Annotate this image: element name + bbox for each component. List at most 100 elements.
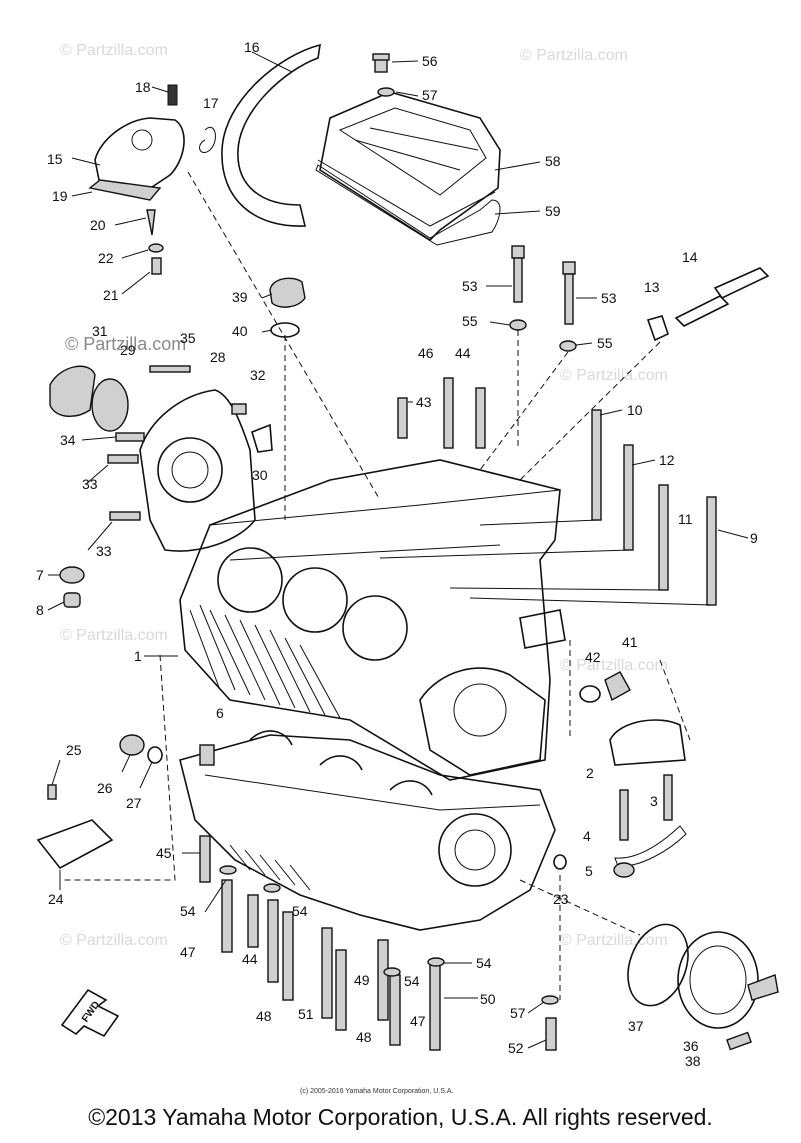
- callout-50: 50: [480, 991, 496, 1007]
- callout-55: 55: [597, 335, 613, 351]
- footer-copyright: ©2013 Yamaha Motor Corporation, U.S.A. A…: [88, 1104, 713, 1130]
- callout-30: 30: [252, 467, 268, 483]
- stud-2: [619, 789, 629, 841]
- oil-pump-cover: [88, 117, 185, 201]
- callout-41: 41: [622, 634, 638, 650]
- callout-48: 48: [356, 1029, 372, 1045]
- watermark: © Partzilla.com: [60, 42, 168, 59]
- callout-11: 11: [678, 511, 693, 527]
- seal-29: [91, 378, 129, 432]
- o-ring-40: [270, 322, 300, 338]
- bolt-44b: [247, 894, 259, 948]
- callout-29: 29: [120, 342, 136, 358]
- callout-5: 5: [585, 863, 593, 879]
- callout-20: 20: [90, 217, 106, 233]
- callout-47: 47: [180, 944, 196, 960]
- lower-crankcase: [179, 730, 556, 931]
- fwd-label: FWD: [80, 1000, 102, 1025]
- callout-27: 27: [126, 795, 142, 811]
- callout-13: 13: [644, 279, 660, 295]
- callout-17: 17: [203, 95, 219, 111]
- bolt-53-left: [511, 245, 525, 303]
- plate-30: [251, 423, 273, 453]
- breather-gasket: [315, 164, 501, 246]
- callout-49: 49: [354, 972, 370, 988]
- callout-44: 44: [242, 951, 258, 967]
- upper-crankcase: [179, 459, 566, 781]
- damper-6: [199, 744, 215, 766]
- washer-54-a: [219, 865, 237, 875]
- callout-57: 57: [510, 1005, 526, 1021]
- bolt-53-right: [562, 261, 576, 325]
- callout-21: 21: [103, 287, 119, 303]
- bolt-51: [321, 927, 333, 1019]
- callout-56: 56: [422, 53, 438, 69]
- callout-55: 55: [462, 313, 478, 329]
- callout-54: 54: [404, 973, 420, 989]
- bolt-38: [726, 1031, 752, 1051]
- bearing-31: [49, 365, 96, 417]
- callout-6: 6: [216, 705, 224, 721]
- small-copyright: (c) 2005-2016 Yamaha Motor Corporation, …: [300, 1088, 453, 1095]
- bolt-47a: [221, 879, 233, 953]
- callout-38: 38: [685, 1053, 701, 1069]
- oil-level-gauge-26: [119, 734, 145, 756]
- oil-filler-cap: [269, 277, 306, 308]
- callout-1: 1: [134, 648, 142, 664]
- callout-8: 8: [36, 602, 44, 618]
- watermark: © Partzilla.com: [65, 334, 186, 354]
- stud-10: [591, 409, 602, 521]
- callout-3: 3: [650, 793, 658, 809]
- callout-48: 48: [256, 1008, 272, 1024]
- watermark: © Partzilla.com: [60, 627, 168, 644]
- callout-24: 24: [48, 891, 64, 907]
- bolt-49b: [377, 939, 389, 1021]
- callout-40: 40: [232, 323, 248, 339]
- callout-52: 52: [508, 1040, 524, 1056]
- dowel-8: [63, 592, 81, 608]
- callout-10: 10: [627, 402, 643, 418]
- callout-42: 42: [585, 649, 601, 665]
- bolt-56: [372, 53, 390, 73]
- bolt-25: [47, 784, 57, 800]
- callout-31: 31: [92, 323, 108, 339]
- callout-58: 58: [545, 153, 561, 169]
- plug-41: [604, 671, 631, 702]
- stud-11: [658, 484, 669, 591]
- callout-18: 18: [135, 79, 151, 95]
- bolt-50: [429, 964, 441, 1051]
- callout-34: 34: [60, 432, 76, 448]
- union-13: [646, 315, 669, 342]
- clip-17: [199, 127, 216, 154]
- washer-54-d: [383, 967, 401, 977]
- callout-12: 12: [659, 452, 675, 468]
- washer-55-left: [509, 319, 527, 331]
- dowel-7: [59, 566, 85, 584]
- bolt-44: [475, 387, 486, 449]
- plate-24: [36, 819, 114, 870]
- washer-57b: [541, 995, 559, 1005]
- callout-54: 54: [476, 955, 492, 971]
- breather-cover: [317, 91, 501, 242]
- screw-21: [151, 257, 162, 275]
- bolt-48a: [282, 911, 294, 1001]
- watermark: © Partzilla.com: [60, 932, 168, 949]
- washer-54-c: [427, 957, 445, 967]
- bolt-33a: [107, 454, 139, 464]
- callout-4: 4: [583, 828, 591, 844]
- bearing-cap: [609, 719, 686, 766]
- pin-20: [146, 209, 156, 236]
- callout-43: 43: [416, 394, 432, 410]
- stud-9: [706, 496, 717, 606]
- callout-15: 15: [47, 151, 63, 167]
- watermark: © Partzilla.com: [560, 657, 668, 674]
- watermarks: © Partzilla.com © Partzilla.com © Partzi…: [60, 42, 668, 949]
- washer-5: [613, 862, 635, 878]
- breather-hose: [221, 43, 321, 227]
- callout-16: 16: [244, 39, 260, 55]
- callout-45: 45: [156, 845, 172, 861]
- callout-37: 37: [628, 1018, 644, 1034]
- bolt-46: [443, 377, 454, 449]
- callout-7: 7: [36, 567, 44, 583]
